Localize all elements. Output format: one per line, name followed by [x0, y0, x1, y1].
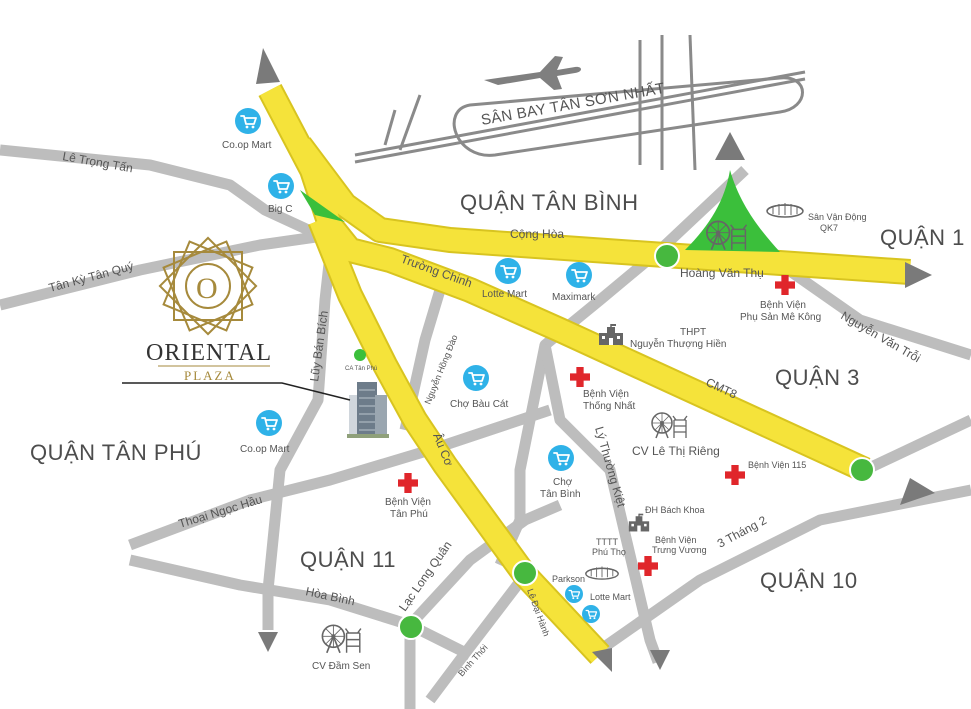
- brand-sub: PLAZA: [184, 368, 236, 383]
- poi-bv-thong-nhat-1: Bệnh Viện: [583, 389, 629, 400]
- poi-bv-thong-nhat-2: Thống Nhất: [583, 400, 635, 412]
- school-icon: [598, 324, 624, 346]
- police-icon: [354, 349, 366, 361]
- hospital-icon: [638, 556, 658, 576]
- park-green-area: [685, 170, 780, 252]
- district-10: QUẬN 10: [760, 568, 858, 593]
- cart-icon: [565, 585, 583, 603]
- cart-icon: [463, 365, 489, 391]
- poi-cv-le-thi-rieng: CV Lê Thị Riêng: [632, 444, 720, 458]
- cart-icon: [495, 258, 521, 284]
- road-le-trong-tan: Lê Trọng Tấn: [61, 149, 134, 175]
- poi-parkson: Parkson: [552, 574, 585, 584]
- poi-bv-tan-phu-2: Tân Phú: [390, 509, 428, 520]
- poi-cho-tan-binh-1: Chợ: [553, 477, 573, 488]
- district-tan-binh: QUẬN TÂN BÌNH: [460, 190, 638, 215]
- hospital-icon: [570, 367, 590, 387]
- poi-bv-trung-vuong-1: Bệnh Viện: [655, 535, 696, 545]
- cart-icon: [256, 410, 282, 436]
- poi-thpt-1: THPT: [680, 327, 706, 338]
- poi-svd-1: Sân Vận Động: [808, 212, 867, 222]
- hospital-icon: [398, 473, 418, 493]
- road-hoang-van-thu: Hoàng Văn Thụ: [680, 266, 764, 280]
- brand-name: ORIENTAL: [146, 340, 272, 366]
- district-3: QUẬN 3: [775, 365, 860, 390]
- highways: [258, 83, 911, 664]
- poi-tttt-1: TTTT: [596, 537, 618, 547]
- oriental-plaza-logo: O ORIENTAL PLAZA: [146, 236, 272, 383]
- poi-bv-phu-san-2: Phụ Sản Mê Kông: [740, 312, 821, 323]
- ferris-wheel-icon: [321, 624, 362, 654]
- cart-icon: [582, 605, 600, 623]
- poi-bv-phu-san-1: Bệnh Viện: [760, 300, 806, 311]
- poi-bv-tan-phu-1: Bệnh Viện: [385, 497, 431, 508]
- stadium-icon: [766, 202, 804, 218]
- road-cong-hoa: Cộng Hòa: [510, 227, 564, 241]
- poi-bv-115: Bệnh Viện 115: [748, 460, 806, 470]
- district-1: QUẬN 1: [880, 225, 965, 250]
- hospital-icon: [725, 465, 745, 485]
- poi-svd-2: QK7: [820, 223, 838, 233]
- poi-cv-dam-sen: CV Đầm Sen: [312, 660, 370, 672]
- airport-runways: [354, 34, 806, 171]
- park-green-area: [300, 190, 345, 222]
- cart-icon: [566, 262, 592, 288]
- direction-arrows: [256, 48, 935, 672]
- road-luy-ban-bich: Lũy Bán Bích: [307, 310, 331, 383]
- poi-lotte-mart-1: Lotte Mart: [482, 289, 527, 300]
- poi-coop-mart-1: Co.op Mart: [222, 140, 272, 151]
- junction-markers: [398, 243, 875, 640]
- poi-big-c: Big C: [268, 204, 292, 215]
- poi-cho-tan-binh-2: Tân Bình: [540, 489, 581, 500]
- school-icon: [628, 513, 650, 533]
- road-thoai-ngoc-hau: Thoại Ngọc Hầu: [177, 492, 264, 531]
- poi-bv-trung-vuong-2: Trưng Vương: [652, 545, 707, 555]
- poi-dh-bach-khoa: ĐH Bách Khoa: [645, 505, 705, 515]
- ferris-wheel-icon: [651, 412, 688, 439]
- pointer-line: [122, 382, 351, 401]
- poi-lotte-mart-2: Lotte Mart: [590, 592, 631, 602]
- building-icon: [347, 382, 389, 438]
- poi-coop-mart-2: Co.op Mart: [240, 444, 290, 455]
- district-11: QUẬN 11: [300, 547, 396, 572]
- cart-icon: [235, 108, 261, 134]
- logo-monogram: O: [196, 272, 218, 305]
- stadium-icon: [585, 565, 619, 580]
- cart-icon: [548, 445, 574, 471]
- poi-ca-tan-phu: CA Tân Phú: [345, 366, 377, 372]
- district-tan-phu: QUẬN TÂN PHÚ: [30, 440, 202, 465]
- poi-tttt-2: Phú Thọ: [592, 547, 626, 557]
- poi-maximark: Maximark: [552, 292, 596, 303]
- airplane-icon: [484, 56, 581, 90]
- road-ly-thuong-kiet: Lý Thường Kiệt: [592, 425, 629, 509]
- cart-icon: [268, 173, 294, 199]
- poi-thpt-2: Nguyễn Thượng Hiền: [630, 337, 726, 350]
- poi-cho-bau-cat: Chợ Bàu Cát: [450, 399, 508, 410]
